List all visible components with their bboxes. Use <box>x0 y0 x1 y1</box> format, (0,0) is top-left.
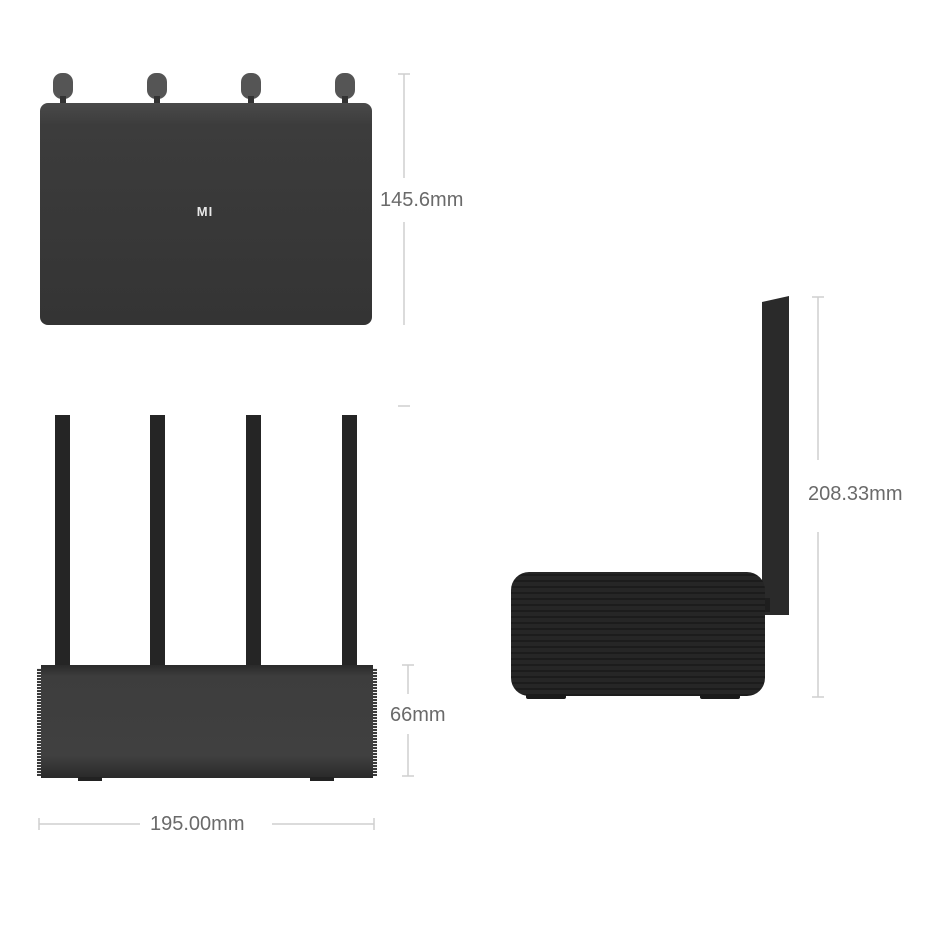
antenna-knob-4 <box>335 73 355 104</box>
antenna-4 <box>342 415 357 667</box>
dimension-line-208 <box>812 296 824 698</box>
side-foot-right <box>700 694 740 699</box>
dimension-label-front-height: 66mm <box>390 704 446 726</box>
foot-right <box>310 777 334 781</box>
side-antenna <box>762 296 789 615</box>
top-view-router <box>40 73 372 325</box>
dimension-line-145 <box>398 73 410 407</box>
dimension-label-top-height: 145.6mm <box>380 189 464 211</box>
antenna-knob-1 <box>53 73 73 104</box>
antenna-1 <box>55 415 70 667</box>
front-body <box>41 665 373 778</box>
antenna-knob-3 <box>241 73 261 104</box>
mi-logo: MI <box>196 204 214 219</box>
side-foot-left <box>526 694 566 699</box>
side-view-router <box>511 296 789 699</box>
dimension-line-195 <box>38 818 375 830</box>
antenna-2 <box>150 415 165 667</box>
top-body <box>40 103 372 325</box>
side-body <box>511 572 765 696</box>
dimension-label-side-height: 208.33mm <box>808 483 903 505</box>
dimension-line-66 <box>402 664 414 777</box>
antenna-3 <box>246 415 261 667</box>
antenna-knob-2 <box>147 73 167 104</box>
dimension-label-front-width: 195.00mm <box>150 813 245 835</box>
front-view-router <box>37 415 377 781</box>
foot-left <box>78 777 102 781</box>
